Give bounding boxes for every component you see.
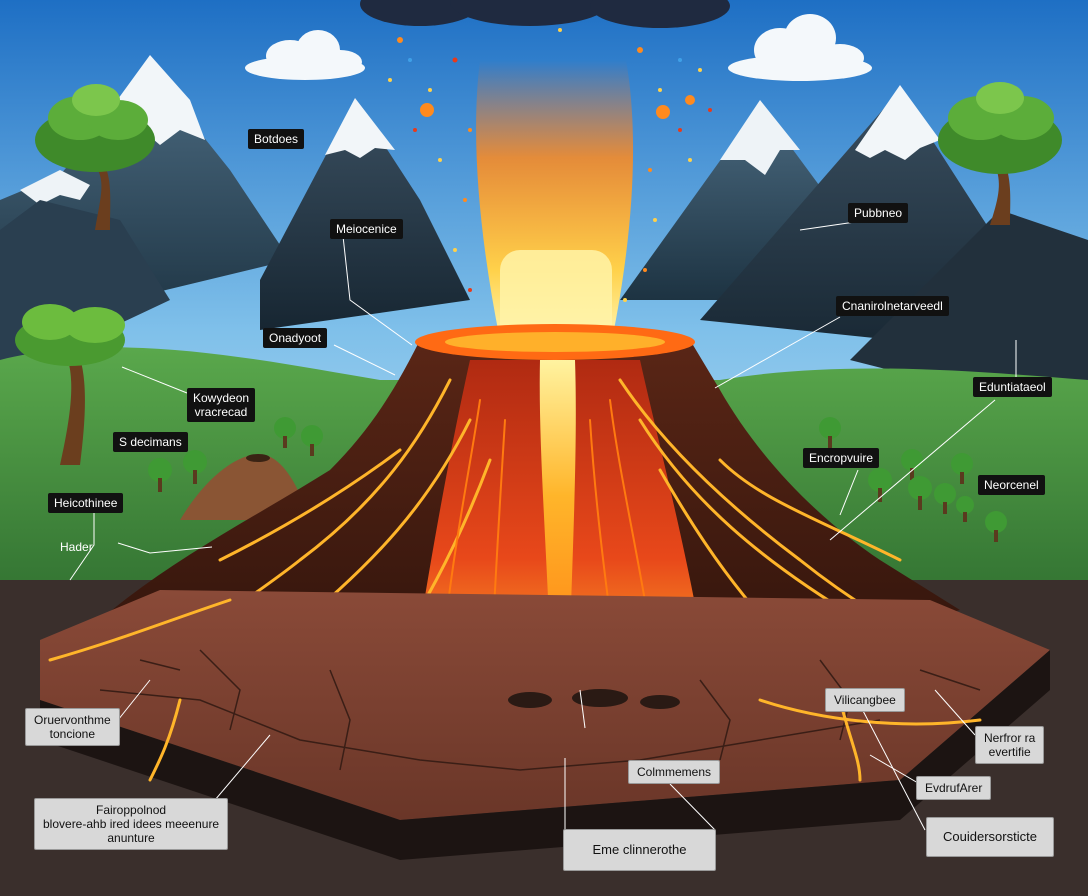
label-vilicangbee: Vilicangbee <box>825 688 905 712</box>
label-fairoppolnod: Fairoppolnod blovere-ahb ired idees meee… <box>34 798 228 850</box>
label-s-decimans: S decimans <box>113 432 188 452</box>
label-bottles: Botdoes <box>248 129 304 149</box>
label-fairoppolnod-line-1: Fairoppolnod <box>43 803 219 817</box>
label-kowydeon-line-2: vracrecad <box>193 405 249 419</box>
label-kowydeon: Kowydeon vracrecad <box>187 388 255 422</box>
smoke-cloud <box>360 0 730 28</box>
label-colmmemens: Colmmemens <box>628 760 720 784</box>
label-meiocenice: Meiocenice <box>330 219 403 239</box>
label-nerfror-line-1: Nerfror ra <box>984 731 1035 745</box>
label-eduntiataeol: Eduntiataeol <box>973 377 1052 397</box>
label-onadyoot: Onadyoot <box>263 328 327 348</box>
label-evdrufarer: EvdrufArer <box>916 776 991 800</box>
label-encropvuire: Encropvuire <box>803 448 879 468</box>
label-oruervonthme-line-2: toncione <box>34 727 111 741</box>
label-oruervonthme: Oruervonthme toncione <box>25 708 120 746</box>
label-kowydeon-line-1: Kowydeon <box>193 391 249 405</box>
label-pubbneo: Pubbneo <box>848 203 908 223</box>
label-nerfror-line-2: evertifie <box>984 745 1035 759</box>
label-heicothinee: Heicothinee <box>48 493 123 513</box>
label-eme-clinnerothe: Eme clinnerothe <box>563 829 716 871</box>
label-nerfror: Nerfror ra evertifie <box>975 726 1044 764</box>
label-hader: Hader <box>60 540 93 554</box>
label-oruervonthme-line-1: Oruervonthme <box>34 713 111 727</box>
label-couidersorsticte: Couidersorsticte <box>926 817 1054 857</box>
label-neorcenel: Neorcenel <box>978 475 1045 495</box>
label-cnanirolne: Cnanirolnetarveedl <box>836 296 949 316</box>
label-fairoppolnod-line-3: anunture <box>43 831 219 845</box>
label-fairoppolnod-line-2: blovere-ahb ired idees meeenure <box>43 817 219 831</box>
